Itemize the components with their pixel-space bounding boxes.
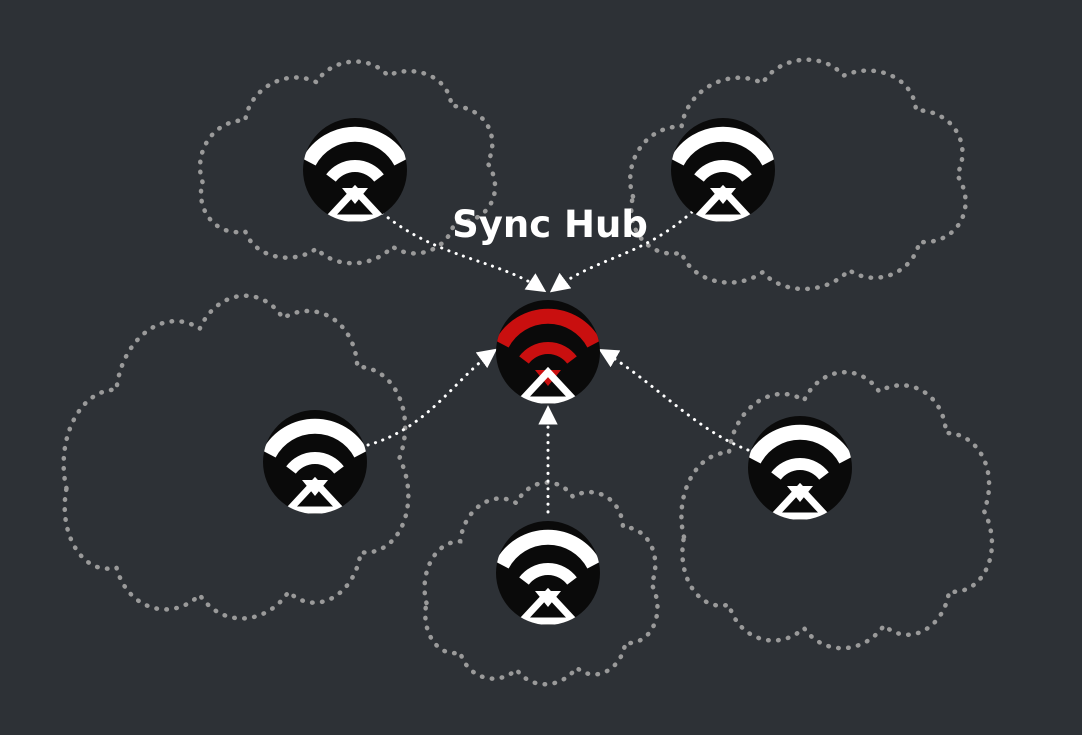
sync-node-icon-right — [748, 416, 852, 520]
connection-arrows — [366, 210, 750, 514]
diagram-title: Sync Hub — [452, 203, 648, 246]
arrow-top-right-to-hub — [549, 210, 694, 293]
sync-node-icon-top-left — [303, 118, 407, 222]
sync-node-icon-top-right — [671, 118, 775, 222]
sync-node-icon-bottom-center — [496, 521, 600, 625]
sync-node-icon-middle-left — [263, 410, 367, 514]
sync-hub-icon — [496, 300, 600, 404]
